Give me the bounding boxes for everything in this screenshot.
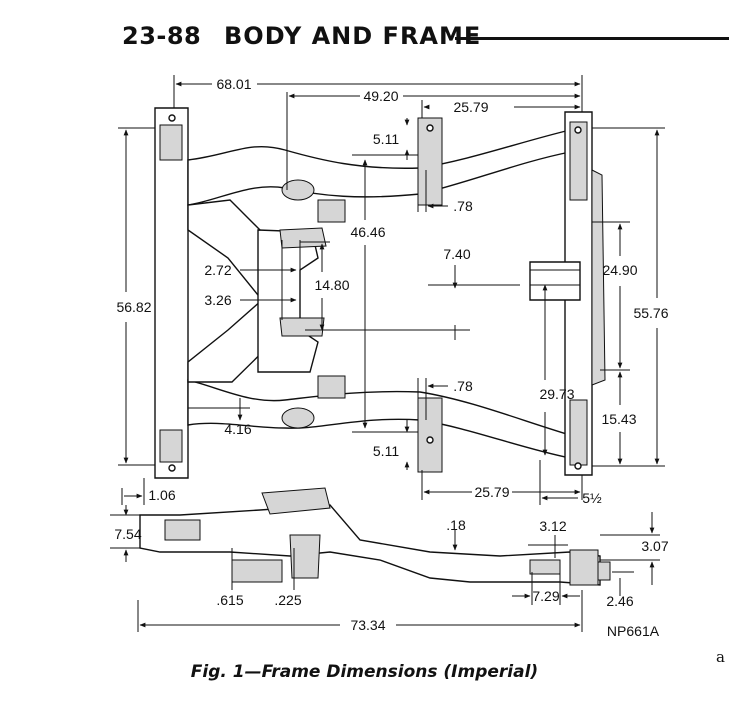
figure-caption: Fig. 1—Frame Dimensions (Imperial)	[190, 662, 539, 682]
dim-55-76: 55.76	[633, 305, 668, 321]
dim-225: .225	[274, 592, 301, 608]
dim-78-top: .78	[453, 198, 473, 214]
dim-5-11-bottom: 5.11	[373, 443, 399, 459]
dim-24-90: 24.90	[602, 262, 637, 278]
dim-1-06: 1.06	[148, 487, 175, 503]
dim-14-80: 14.80	[314, 277, 349, 293]
dim-7-40: 7.40	[443, 246, 470, 262]
dim-3-12: 3.12	[539, 518, 566, 534]
dim-73-34: 73.34	[350, 617, 385, 633]
frame-side-view	[139, 487, 611, 586]
dim-3-26: 3.26	[204, 292, 231, 308]
dim-7-54: 7.54	[114, 526, 141, 542]
dim-2-46: 2.46	[606, 593, 633, 609]
dim-78-bottom: .78	[453, 378, 473, 394]
header-rule	[455, 37, 729, 40]
dim-49-20: 49.20	[363, 88, 398, 104]
dimension-lines	[110, 75, 665, 632]
dim-3-07: 3.07	[641, 538, 668, 554]
dim-15-43: 15.43	[601, 411, 636, 427]
dim-7-29: 7.29	[532, 588, 559, 604]
dim-25-79-bottom: 25.79	[474, 484, 509, 500]
dim-68-01: 68.01	[216, 76, 251, 92]
dim-615: .615	[216, 592, 243, 608]
dim-4-16: 4.16	[224, 421, 251, 437]
dim-5-half: 5½	[582, 490, 602, 506]
dim-5-11-top: 5.11	[373, 131, 399, 147]
page-number: 23-88	[122, 22, 202, 50]
dim-25-79-top: 25.79	[453, 99, 488, 115]
dim-56-82: 56.82	[116, 299, 151, 315]
frame-top-view	[154, 107, 606, 479]
edge-mark: a	[716, 648, 725, 666]
dim-2-72: 2.72	[204, 262, 231, 278]
figure-code: NP661A	[607, 623, 660, 639]
dimension-labels: 68.01 49.20 25.79 5.11 .78 46.46 7.40 2.…	[114, 76, 668, 639]
dim-29-73: 29.73	[539, 386, 574, 402]
dim-46-46: 46.46	[350, 224, 385, 240]
section-title: BODY AND FRAME	[224, 22, 482, 50]
dim-18: .18	[446, 517, 466, 533]
page-header: 23-88 BODY AND FRAME	[122, 18, 729, 54]
